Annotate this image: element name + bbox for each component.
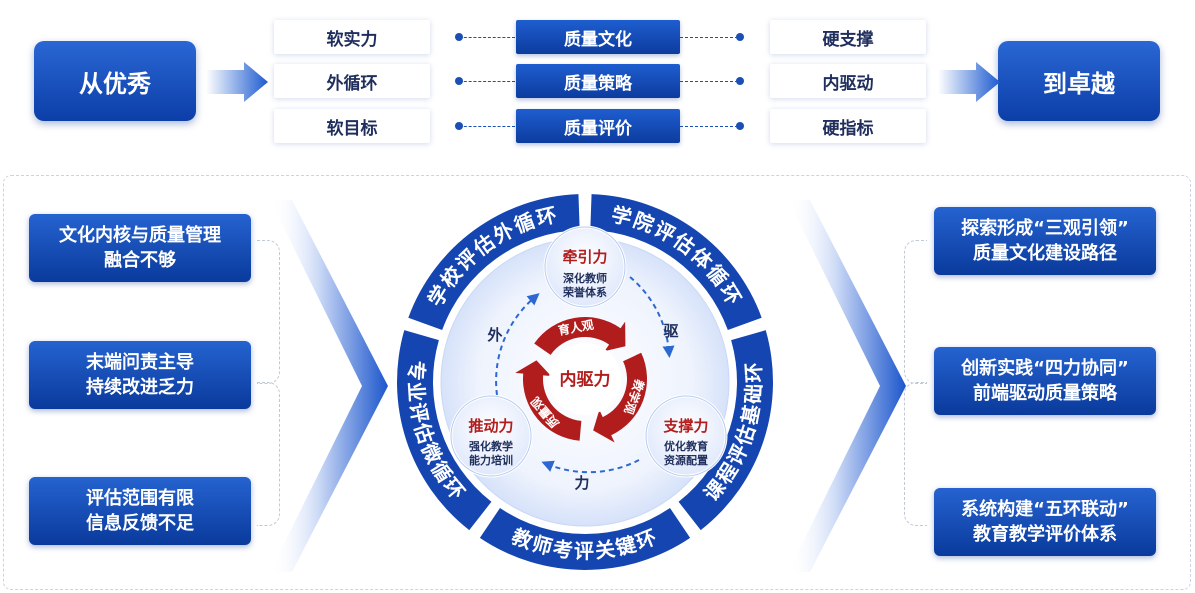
cycle-label-li: 力 — [574, 474, 589, 492]
svg-text:优化教育资源配置: 优化教育资源配置 — [664, 439, 708, 467]
outer-cycle-box: 外循环 — [274, 64, 430, 98]
problem-box-2: 末端问责主导 持续改进乏力 — [29, 341, 251, 409]
cycle-arrow-bottom — [541, 459, 640, 474]
solution-box-2: 创新实践“四力协同” 前端驱动质量策略 — [934, 347, 1156, 415]
traction-node: 牵引力 深化教师荣誉体系 — [543, 225, 627, 309]
ring-segment — [590, 194, 762, 331]
svg-text:牵引力: 牵引力 — [562, 248, 607, 266]
start-label: 从优秀 — [79, 69, 151, 98]
end-box: 到卓越 — [998, 41, 1160, 121]
top-right-arrow — [938, 62, 1000, 102]
view-arrow — [593, 352, 647, 443]
soft-power-box: 软实力 — [274, 20, 430, 54]
svg-text:推动力: 推动力 — [468, 417, 513, 435]
end-label: 到卓越 — [1043, 69, 1115, 98]
center-label: 内驱力 — [560, 369, 611, 390]
svg-text:深化教师荣誉体系: 深化教师荣誉体系 — [562, 271, 607, 299]
quality-culture-box: 质量文化 — [516, 20, 680, 54]
right-big-arrow — [788, 200, 906, 572]
push-node: 推动力 强化教学能力培训 — [449, 394, 533, 478]
top-left-arrow — [206, 62, 268, 102]
ring-segment — [397, 330, 492, 531]
cycle-label-qu: 驱 — [663, 322, 678, 340]
start-box: 从优秀 — [34, 41, 196, 121]
cycle-label-wai: 外 — [486, 326, 502, 344]
view-arrow — [534, 317, 626, 355]
solution-box-1: 探索形成“三观引领” 质量文化建设路径 — [934, 207, 1156, 275]
svg-text:支撑力: 支撑力 — [662, 417, 708, 435]
support-node: 支撑力 优化教育资源配置 — [644, 394, 728, 478]
view-arrow — [515, 360, 582, 441]
left-big-arrow — [270, 200, 388, 572]
inner-drive-box: 内驱动 — [770, 64, 926, 98]
hard-indicator-box: 硬指标 — [770, 109, 926, 143]
quality-evaluation-box: 质量评价 — [516, 109, 680, 143]
five-ring-diagram: 学校评估外循环 学院评估体循环 课程评估基础环 教师考评关键环 专业评估微循环 … — [394, 191, 776, 573]
views-label-0: 育人观 — [557, 317, 595, 338]
hard-support-box: 硬支撑 — [770, 20, 926, 54]
solution-box-3: 系统构建“五环联动” 教育教学评价体系 — [934, 488, 1156, 556]
quality-strategy-box: 质量策略 — [516, 64, 680, 98]
ring-segment — [479, 508, 691, 570]
ring-segment — [678, 330, 773, 531]
ring-segment — [408, 194, 580, 331]
problem-box-3: 评估范围有限 信息反馈不足 — [29, 477, 251, 545]
problem-box-1: 文化内核与质量管理 融合不够 — [29, 214, 251, 282]
soft-target-box: 软目标 — [274, 109, 430, 143]
svg-text:强化教学能力培训: 强化教学能力培训 — [469, 439, 513, 467]
lower-panel — [3, 175, 1191, 590]
cycle-arrow-left — [495, 293, 540, 396]
